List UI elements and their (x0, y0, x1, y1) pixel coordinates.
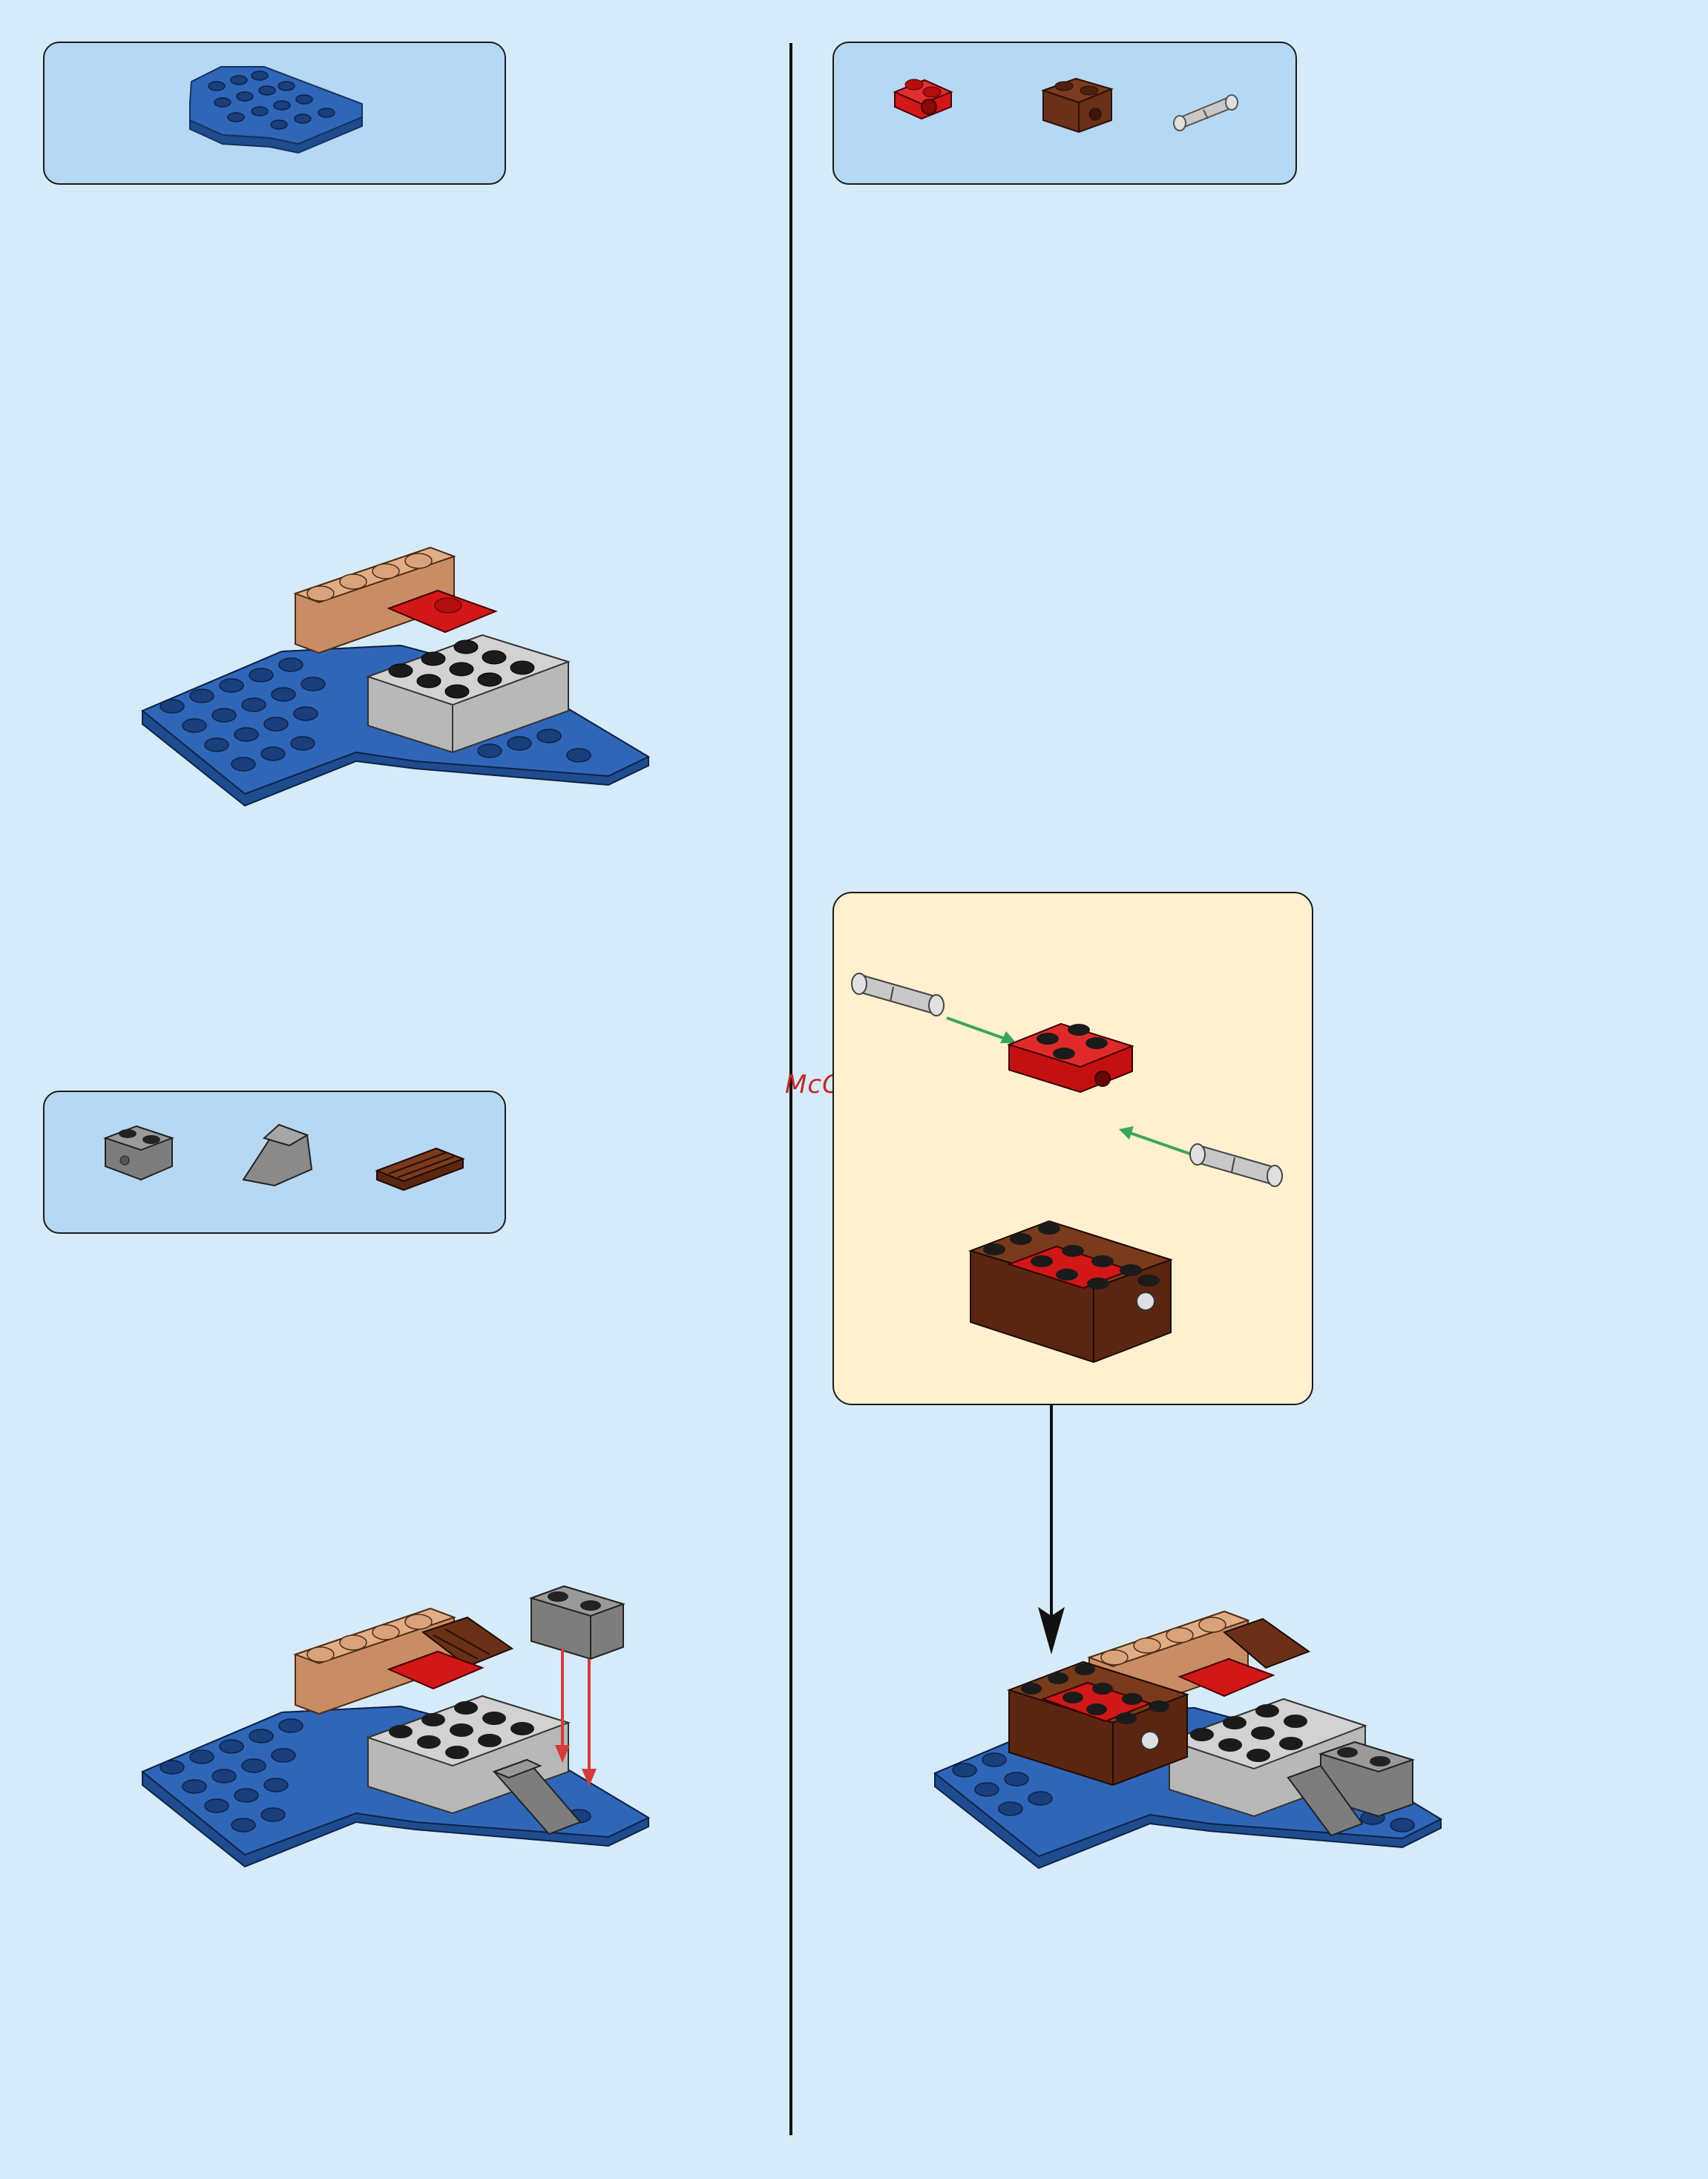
assembly-arrow-line (1050, 1405, 1053, 1628)
parts-icons-group-b (834, 43, 1295, 183)
parts-icons-group-c (45, 1092, 505, 1232)
step-a-model-illustration (134, 534, 653, 816)
brown-grille-tile-icon (377, 1148, 463, 1190)
brown-technic-brick-icon (1043, 79, 1111, 132)
green-arrow-right (1119, 1126, 1196, 1156)
sub-assembly-box (832, 892, 1313, 1405)
dark-gray-slope-icon (243, 1125, 312, 1186)
sub-assembly-illustration (834, 893, 1312, 1404)
left-pin-icon (852, 973, 944, 1016)
red-plate-with-pin-hole-icon (895, 79, 951, 119)
light-gray-pin-icon (1174, 95, 1238, 131)
step-c-model-illustration (134, 1580, 653, 1877)
dark-gray-technic-brick-icon (105, 1126, 172, 1180)
parts-list-box-step-a (43, 42, 506, 185)
parts-list-box-step-c (43, 1091, 506, 1234)
blue-wedge-plate-icon (45, 43, 505, 183)
parts-list-box-step-b (832, 42, 1297, 185)
step-d-model-illustration (927, 1595, 1447, 1877)
right-pin-icon (1190, 1144, 1282, 1186)
red-plate-center-icon (1009, 1024, 1132, 1092)
green-arrow-left (947, 1018, 1016, 1043)
assembled-brown-red-unit (970, 1221, 1171, 1362)
